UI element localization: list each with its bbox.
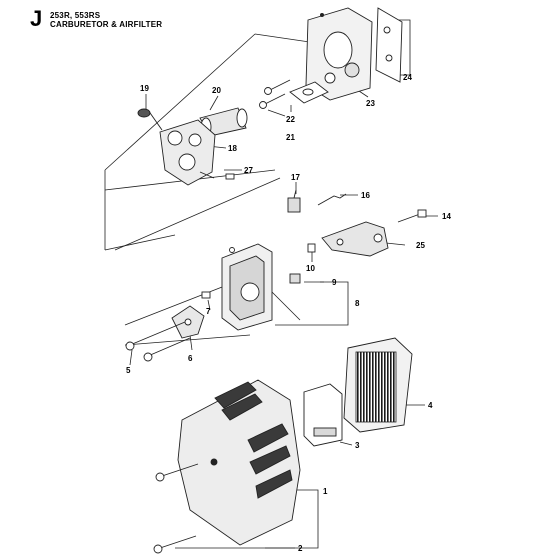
gasket-24 xyxy=(375,7,403,83)
diagram-title: CARBURETOR & AIRFILTER xyxy=(50,20,163,29)
part-label-1: 1 xyxy=(323,487,328,496)
part-label-17: 17 xyxy=(291,173,300,182)
part-label-2: 2 xyxy=(298,544,303,553)
part-label-16: 16 xyxy=(361,191,370,200)
filter-cover-1 xyxy=(177,379,301,546)
screws-2 xyxy=(153,463,199,554)
part-label-9: 9 xyxy=(332,278,337,287)
section-letter: J xyxy=(30,6,43,31)
hose-16 xyxy=(317,193,347,206)
part-label-3: 3 xyxy=(355,441,360,450)
part-label-21: 21 xyxy=(286,133,295,142)
part-label-19: 19 xyxy=(140,84,149,93)
part-label-22: 22 xyxy=(286,115,295,124)
screw-10 xyxy=(307,243,316,253)
gasket-22 xyxy=(289,81,329,104)
part-label-8: 8 xyxy=(355,299,360,308)
carburetor-18 xyxy=(137,108,216,186)
filter-element-4 xyxy=(343,337,413,433)
part-label-6: 6 xyxy=(188,354,193,363)
screw-27 xyxy=(225,173,235,180)
screws-21 xyxy=(259,79,291,109)
part-label-24: 24 xyxy=(403,73,412,82)
part-label-5: 5 xyxy=(126,366,131,375)
screw-14 xyxy=(397,209,427,223)
part-label-27: 27 xyxy=(244,166,253,175)
bracket-25 xyxy=(321,221,389,257)
part-label-18: 18 xyxy=(228,144,237,153)
part-label-23: 23 xyxy=(366,99,375,108)
part-label-4: 4 xyxy=(428,401,433,410)
nipple-9 xyxy=(289,273,301,284)
part-number-labels: 1 2 3 4 5 6 7 8 9 10 14 16 17 18 19 20 2… xyxy=(126,73,451,553)
bracket-6 xyxy=(171,305,205,339)
part-label-25: 25 xyxy=(416,241,425,250)
screw-7 xyxy=(201,291,211,299)
intake-adapter-23 xyxy=(305,7,373,101)
part-label-7: 7 xyxy=(206,307,211,316)
model-numbers: 253R, 553RS xyxy=(50,11,101,20)
screws-5 xyxy=(125,321,191,362)
filter-holder-8 xyxy=(221,243,273,331)
part-label-10: 10 xyxy=(306,264,315,273)
pre-filter-3 xyxy=(303,383,343,447)
valve-17 xyxy=(287,189,301,213)
part-label-20: 20 xyxy=(212,86,221,95)
part-label-14: 14 xyxy=(442,212,451,221)
